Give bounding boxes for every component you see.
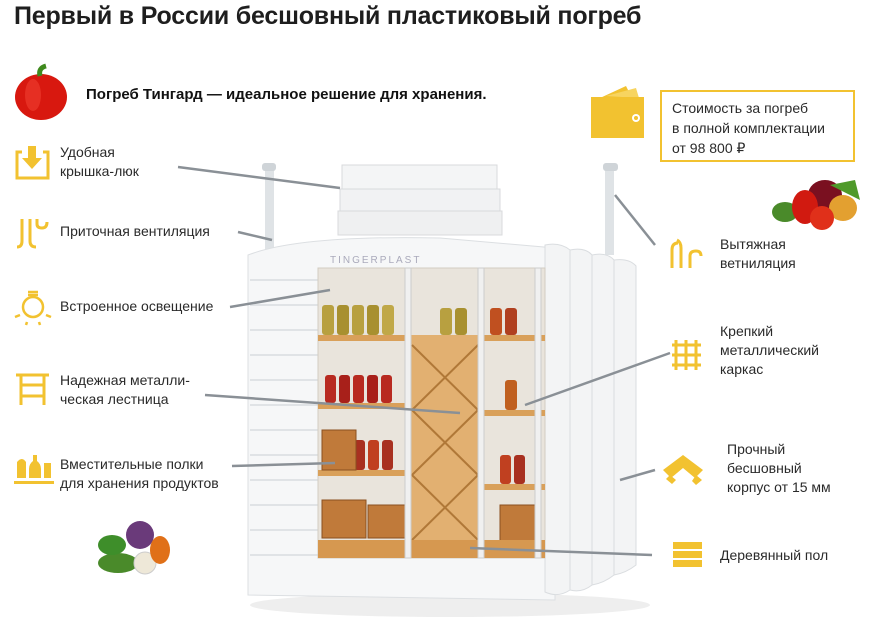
feature-label: корпус от 15 мм bbox=[727, 479, 831, 495]
price-value: от 98 800 ₽ bbox=[672, 140, 746, 156]
wooden-floor-icon bbox=[673, 542, 702, 567]
feature-intake-ventilation: Приточная вентиляция bbox=[60, 222, 210, 241]
feature-label: для хранения продуктов bbox=[60, 475, 219, 491]
leader-lines bbox=[177, 165, 671, 557]
wallet-icon bbox=[591, 86, 644, 138]
product-brand-text: TINGERPLAST bbox=[330, 255, 421, 266]
feature-label: Деревянный пол bbox=[720, 547, 829, 563]
hatch-lid bbox=[337, 164, 503, 236]
feature-label: крышка-люк bbox=[60, 163, 139, 179]
feature-shelves: Вместительные полки для хранения продукт… bbox=[60, 455, 219, 493]
intake-pipe bbox=[265, 170, 274, 250]
feature-label: ческая лестница bbox=[60, 391, 169, 407]
wooden-floor bbox=[318, 540, 545, 558]
vegetables-image-left bbox=[98, 521, 170, 575]
ribbed-side bbox=[544, 243, 637, 596]
feature-label: Приточная вентиляция bbox=[60, 223, 210, 239]
vegetables-image-right bbox=[772, 180, 860, 230]
bell-pepper-image bbox=[15, 63, 67, 120]
feature-label: Вытяжная bbox=[720, 236, 786, 252]
feature-label: Удобная bbox=[60, 144, 115, 160]
feature-wooden-floor: Деревянный пол bbox=[720, 546, 828, 565]
exhaust-pipe bbox=[605, 170, 614, 255]
feature-label: Крепкий bbox=[720, 323, 774, 339]
metal-frame bbox=[404, 267, 542, 559]
shelves bbox=[318, 335, 545, 545]
grid-frame-icon bbox=[672, 340, 701, 370]
price-line: в полной комплектации bbox=[672, 120, 825, 136]
cellar-interior bbox=[318, 268, 545, 558]
wine-rack bbox=[411, 344, 479, 541]
feature-label: Прочный bbox=[727, 441, 786, 457]
feature-hatch: Удобная крышка-люк bbox=[60, 143, 139, 181]
hatch-icon bbox=[15, 150, 50, 180]
feature-label: бесшовный bbox=[727, 460, 802, 476]
crates bbox=[321, 429, 541, 546]
exhaust-ventilation-icon bbox=[670, 238, 703, 268]
light-bulb-icon bbox=[14, 290, 52, 326]
feature-label: каркас bbox=[720, 361, 764, 377]
jars bbox=[322, 305, 525, 484]
feature-lighting: Встроенное освещение bbox=[60, 297, 213, 316]
feature-ladder: Надежная металли- ческая лестница bbox=[60, 371, 190, 409]
feature-label: Встроенное освещение bbox=[60, 298, 214, 314]
hatch-arrow bbox=[22, 146, 42, 169]
feature-label: ветниляция bbox=[720, 255, 796, 271]
page-title: Первый в России бесшовный пластиковый по… bbox=[14, 2, 642, 30]
feature-seamless-body: Прочный бесшовный корпус от 15 мм bbox=[727, 440, 831, 497]
feature-label: Вместительные полки bbox=[60, 456, 204, 472]
price-box: Стоимость за погреб в полной комплектаци… bbox=[660, 90, 855, 162]
feature-label: металлический bbox=[720, 342, 819, 358]
ladder-icon bbox=[16, 373, 49, 405]
cellar-illustration: TINGERPLAST bbox=[247, 163, 650, 617]
seamless-body-icon bbox=[663, 455, 703, 485]
feature-exhaust-ventilation: Вытяжная ветниляция bbox=[720, 235, 796, 273]
intake-ventilation-icon bbox=[16, 219, 49, 249]
price-line: Стоимость за погреб bbox=[672, 100, 808, 116]
bottles-icon bbox=[14, 455, 54, 484]
subtitle: Погреб Тингард — идеальное решение для х… bbox=[86, 86, 487, 103]
feature-label: Надежная металли- bbox=[60, 372, 190, 388]
feature-metal-frame: Крепкий металлический каркас bbox=[720, 322, 819, 379]
